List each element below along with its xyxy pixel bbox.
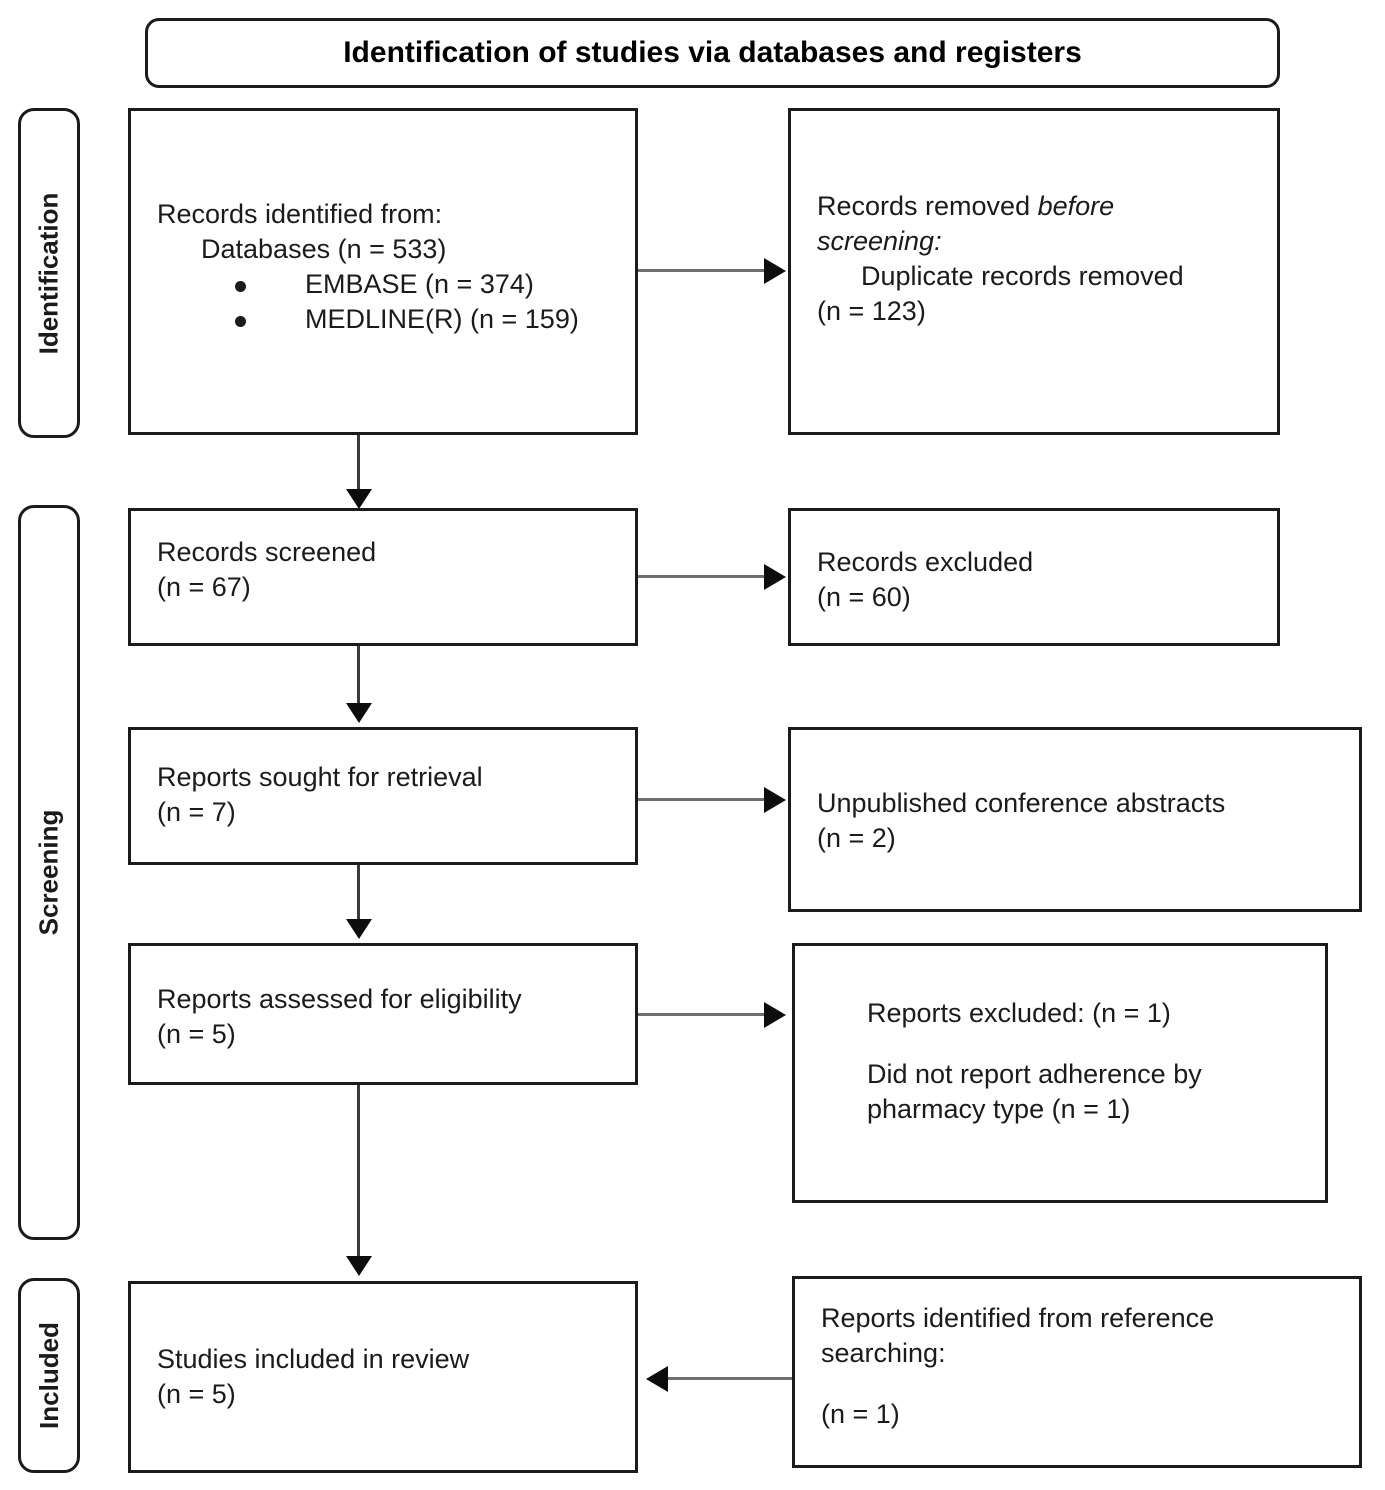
connector-sought-to-assessed (357, 865, 360, 921)
stage-label-included: Included (18, 1278, 80, 1473)
records-removed-line-1: Records removed before (817, 191, 1115, 221)
connector-reference-to-included (668, 1377, 792, 1380)
unpublished-abstracts-line-2: (n = 2) (817, 823, 896, 854)
connector-sought-to-unpublished (638, 798, 766, 801)
box-records-screened-text: Records screened (n = 67) (157, 535, 621, 605)
arrow-right-icon (764, 564, 786, 590)
stage-label-text: Screening (33, 809, 64, 936)
connector-assessed-to-excluded (638, 1013, 766, 1016)
box-records-screened: Records screened (n = 67) (128, 508, 638, 646)
arrow-down-icon (346, 703, 372, 723)
spacer (867, 1031, 1311, 1057)
arrow-left-icon (646, 1366, 668, 1392)
reports-assessed-line-1: Reports assessed for eligibility (157, 984, 522, 1014)
reports-reference-line-3: (n = 1) (821, 1399, 900, 1430)
page-title: Identification of studies via databases … (343, 36, 1082, 69)
records-identified-heading: Records identified from: (157, 199, 443, 229)
records-excluded-line-2: (n = 60) (817, 582, 911, 613)
records-excluded-line-1: Records excluded (817, 547, 1034, 577)
box-reports-sought: Reports sought for retrieval (n = 7) (128, 727, 638, 865)
box-reports-sought-text: Reports sought for retrieval (n = 7) (157, 760, 621, 830)
records-identified-databases: Databases (n = 533) (201, 234, 447, 265)
box-studies-included-text: Studies included in review (n = 5) (157, 1342, 621, 1412)
records-removed-line-3: Duplicate records removed (861, 261, 1184, 292)
connector-screened-to-sought (357, 646, 360, 705)
unpublished-abstracts-line-1: Unpublished conference abstracts (817, 788, 1226, 818)
stage-label-screening: Screening (18, 505, 80, 1240)
diagram-title-banner: Identification of studies via databases … (145, 18, 1280, 88)
box-studies-included: Studies included in review (n = 5) (128, 1281, 638, 1473)
records-removed-line-4: (n = 123) (817, 296, 926, 327)
reports-excluded-line-1: Reports excluded: (n = 1) (867, 998, 1171, 1028)
box-records-removed: Records removed before screening: Duplic… (788, 108, 1280, 435)
spacer (821, 1371, 1345, 1397)
arrow-right-icon (764, 787, 786, 813)
box-reports-excluded-text: Reports excluded: (n = 1) Did not report… (867, 996, 1311, 1127)
list-item: EMBASE (n = 374) (157, 267, 621, 302)
box-records-excluded-text: Records excluded (n = 60) (817, 545, 1263, 615)
stage-label-text: Included (33, 1322, 64, 1429)
box-unpublished-abstracts: Unpublished conference abstracts (n = 2) (788, 727, 1362, 912)
box-reports-reference-searching: Reports identified from reference search… (792, 1276, 1362, 1468)
list-item: MEDLINE(R) (n = 159) (157, 302, 621, 337)
stage-label-text: Identification (33, 192, 64, 354)
reports-reference-line-2: searching: (821, 1338, 946, 1369)
box-unpublished-abstracts-text: Unpublished conference abstracts (n = 2) (817, 786, 1345, 856)
records-identified-source-list: EMBASE (n = 374) MEDLINE(R) (n = 159) (157, 267, 621, 337)
studies-included-line-2: (n = 5) (157, 1379, 236, 1410)
reports-sought-line-2: (n = 7) (157, 797, 236, 828)
connector-identified-to-screened (357, 435, 360, 491)
reports-reference-line-1: Reports identified from reference (821, 1303, 1215, 1333)
box-records-identified-text: Records identified from: Databases (n = … (157, 197, 621, 337)
arrow-right-icon (764, 258, 786, 284)
connector-assessed-to-included (357, 1085, 360, 1258)
reports-excluded-line-3: pharmacy type (n = 1) (867, 1094, 1131, 1125)
arrow-down-icon (346, 489, 372, 509)
reports-excluded-line-2: Did not report adherence by (867, 1059, 1202, 1090)
reports-sought-line-1: Reports sought for retrieval (157, 762, 483, 792)
box-reports-assessed: Reports assessed for eligibility (n = 5) (128, 943, 638, 1085)
box-reports-reference-text: Reports identified from reference search… (821, 1301, 1345, 1432)
connector-screened-to-excluded (638, 575, 766, 578)
records-removed-line-2: screening: (817, 226, 942, 257)
arrow-right-icon (764, 1002, 786, 1028)
arrow-down-icon (346, 1256, 372, 1276)
box-records-excluded: Records excluded (n = 60) (788, 508, 1280, 646)
connector-identified-to-removed (638, 269, 766, 272)
box-records-identified: Records identified from: Databases (n = … (128, 108, 638, 435)
records-screened-line-1: Records screened (157, 537, 377, 567)
reports-assessed-line-2: (n = 5) (157, 1019, 236, 1050)
box-reports-excluded: Reports excluded: (n = 1) Did not report… (792, 943, 1328, 1203)
stage-label-identification: Identification (18, 108, 80, 438)
studies-included-line-1: Studies included in review (157, 1344, 470, 1374)
box-records-removed-text: Records removed before screening: Duplic… (817, 189, 1263, 329)
arrow-down-icon (346, 919, 372, 939)
box-reports-assessed-text: Reports assessed for eligibility (n = 5) (157, 982, 621, 1052)
records-screened-line-2: (n = 67) (157, 572, 251, 603)
